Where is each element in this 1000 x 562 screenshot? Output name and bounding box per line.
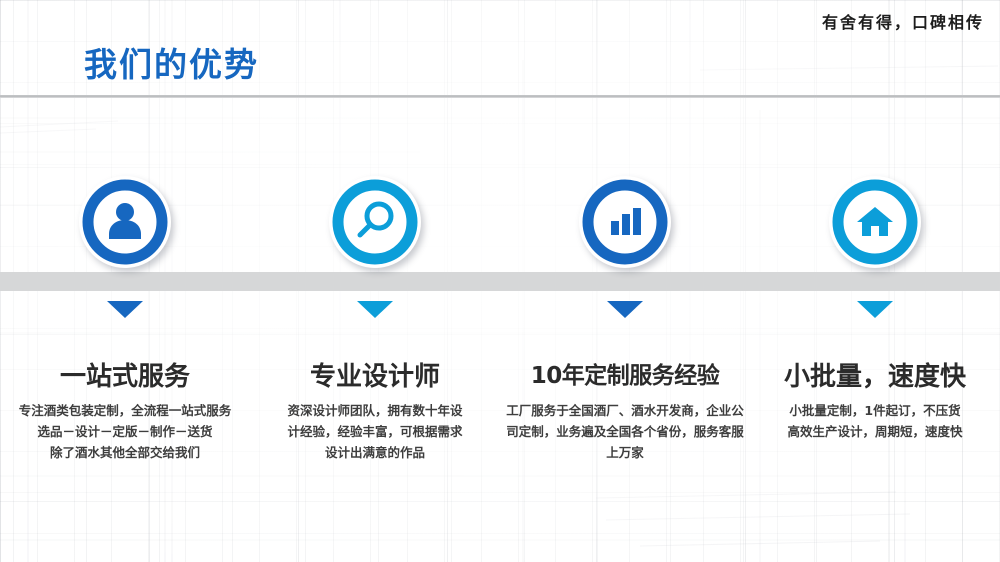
search-icon [332, 179, 418, 265]
feature-description: 资深设计师团队，拥有数十年设 计经验，经验丰富，可根据需求 设计出满意的作品 [250, 400, 500, 463]
page-title: 我们的优势 [84, 45, 259, 84]
description-line: 高效生产设计，周期短，速度快 [787, 424, 963, 439]
feature-column-one-stop-service: 一站式服务 专注酒类包装定制，全流程一站式服务 选品－设计－定版－制作－送货 除… [0, 0, 250, 562]
down-arrow [357, 301, 393, 318]
feature-description: 专注酒类包装定制，全流程一站式服务 选品－设计－定版－制作－送货 除了酒水其他全… [0, 400, 250, 463]
description-line: 设计出满意的作品 [324, 445, 425, 460]
description-line: 选品－设计－定版－制作－送货 [37, 424, 213, 439]
feature-column-professional-designer: 专业设计师 资深设计师团队，拥有数十年设 计经验，经验丰富，可根据需求 设计出满… [250, 0, 500, 562]
feature-title: 一站式服务 [59, 362, 190, 392]
description-line: 除了酒水其他全部交给我们 [49, 445, 200, 460]
bar-chart-icon [582, 179, 668, 265]
down-arrow [857, 301, 893, 318]
home-icon-badge[interactable] [829, 176, 921, 268]
feature-column-ten-years-experience: 10年定制服务经验 工厂服务于全国酒厂、酒水开发商，企业公 司定制，业务遍及全国… [500, 0, 750, 562]
feature-column-small-batch-fast: 小批量，速度快 小批量定制，1件起订，不压货 高效生产设计，周期短，速度快 [750, 0, 1000, 562]
down-arrow [107, 301, 143, 318]
home-icon [832, 179, 918, 265]
brand-tagline: 有舍有得，口碑相传 [821, 13, 984, 32]
feature-description: 工厂服务于全国酒厂、酒水开发商，企业公 司定制，业务遍及全国各个省份，服务客服 … [500, 400, 750, 463]
search-icon-badge[interactable] [329, 176, 421, 268]
description-line: 专注酒类包装定制，全流程一站式服务 [18, 403, 232, 418]
down-arrow [607, 301, 643, 318]
description-line: 小批量定制，1件起订，不压货 [789, 403, 961, 418]
user-icon [82, 179, 168, 265]
feature-title: 10年定制服务经验 [530, 363, 720, 389]
description-line: 资深设计师团队，拥有数十年设 [287, 403, 463, 418]
description-line: 司定制，业务遍及全国各个省份，服务客服 [506, 424, 744, 439]
feature-title: 专业设计师 [309, 362, 440, 392]
user-icon-badge[interactable] [79, 176, 171, 268]
feature-title: 小批量，速度快 [783, 362, 966, 392]
description-line: 计经验，经验丰富，可根据需求 [287, 424, 463, 439]
description-line: 工厂服务于全国酒厂、酒水开发商，企业公 [506, 403, 744, 418]
gray-band [0, 272, 1000, 291]
feature-description: 小批量定制，1件起订，不压货 高效生产设计，周期短，速度快 [750, 400, 1000, 442]
header-divider [0, 95, 1000, 98]
description-line: 上万家 [606, 445, 644, 460]
bar-chart-icon-badge[interactable] [579, 176, 671, 268]
